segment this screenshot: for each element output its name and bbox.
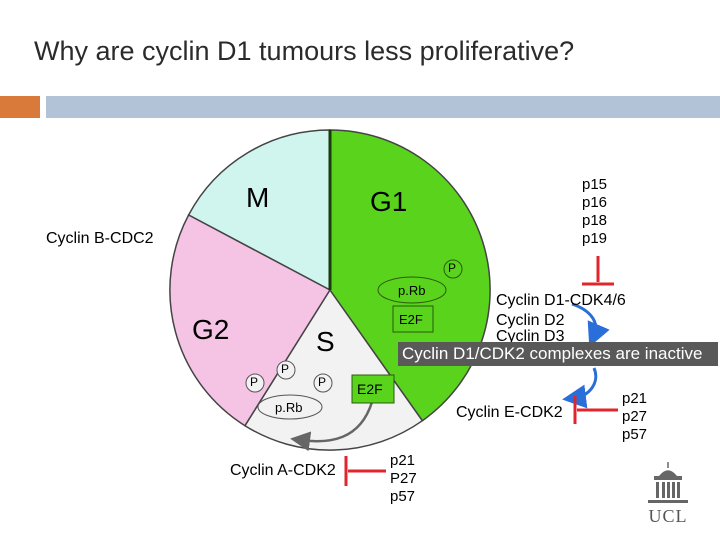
phosphate-marker — [443, 259, 463, 279]
g2-phase-sector — [169, 213, 332, 427]
inhibitor-item: p21 — [622, 390, 648, 407]
slide-title: Why are cyclin D1 tumours less prolifera… — [34, 36, 575, 66]
inhibitor-item: p15 — [582, 176, 608, 193]
inhibitor-item: p57 — [390, 488, 416, 505]
arrow-cyclin-a — [290, 401, 374, 452]
arrow-cyclin-d-to-complex — [571, 302, 610, 348]
phosphate-marker — [276, 360, 296, 380]
m-phase-sector — [187, 129, 331, 292]
phosphate-label: P — [448, 261, 457, 275]
prb-top-label: p.Rb — [398, 283, 426, 298]
cyclin-b-label: Cyclin B-CDC2 — [46, 230, 154, 247]
ucl-logo-icon — [648, 462, 688, 503]
cyclin-d1-label: Cyclin D1-CDK4/6 — [496, 292, 626, 309]
phosphate-label: P — [250, 375, 259, 389]
inhibitor-item: P27 — [390, 470, 417, 487]
cyclin-e-label: Cyclin E-CDK2 — [456, 404, 563, 421]
phosphate-label: P — [318, 375, 327, 389]
e2f-bottom-shape — [351, 374, 395, 404]
inhibitor-item: p18 — [582, 212, 608, 229]
inhibitor-item: p57 — [622, 426, 648, 443]
cip-inhibitor-list-right: p21 p27 p57 — [622, 390, 647, 444]
phosphate-marker — [313, 373, 333, 393]
e2f-top-shape — [392, 305, 434, 333]
ucl-logo: UCL — [640, 460, 696, 530]
inhibitor-item: p21 — [390, 452, 416, 469]
prb-bottom-shape — [257, 394, 323, 420]
accent-bar-blue — [46, 96, 720, 118]
cyclin-d2-label: Cyclin D2 — [496, 312, 565, 329]
inhibitor-item: p16 — [582, 194, 608, 211]
inactive-complex-callout: Cyclin D1/CDK2 complexes are inactive — [398, 342, 718, 366]
ucl-logo-text: UCL — [648, 506, 688, 526]
inhibitor-item: p19 — [582, 230, 608, 247]
e2f-top-label: E2F — [399, 312, 423, 327]
accent-bar-orange — [0, 96, 40, 118]
g2-phase-label: G2 — [192, 314, 230, 345]
arrow-complex-to-cyclin-e — [562, 367, 598, 409]
cyclin-d3-label: Cyclin D3 — [496, 328, 565, 345]
g1-phase-label: G1 — [370, 186, 408, 217]
phosphate-label: P — [281, 362, 290, 376]
inhibitor-item: p27 — [622, 408, 648, 425]
s-phase-label: S — [316, 326, 335, 357]
prb-top-shape — [377, 276, 447, 304]
m-phase-label: M — [246, 182, 270, 213]
prb-bottom-label: p.Rb — [275, 400, 303, 415]
ink4-inhibitor-list: p15 p16 p18 p19 — [582, 176, 607, 248]
cip-inhibitor-list-bottom: p21 P27 p57 — [390, 452, 417, 506]
e2f-bottom-label: E2F — [357, 381, 383, 397]
phosphate-marker — [245, 373, 265, 393]
cyclin-a-label: Cyclin A-CDK2 — [230, 462, 336, 479]
